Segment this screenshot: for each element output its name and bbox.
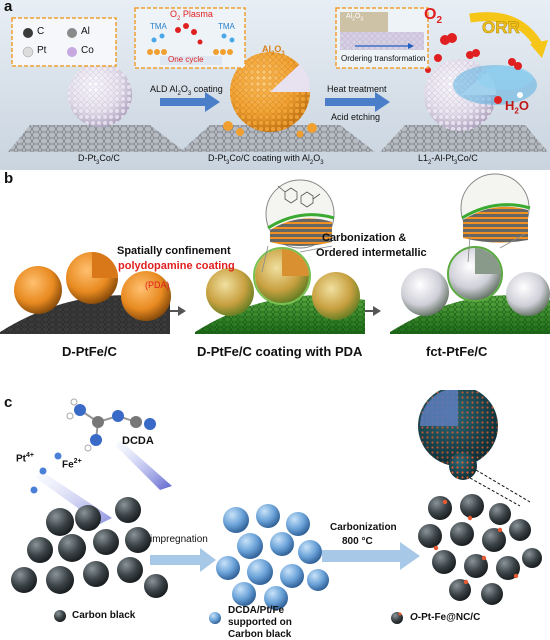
o2-label: O2 — [424, 6, 443, 27]
inset1-tma-left: TMA — [150, 22, 167, 31]
arrow-ald-label: ALD Al2O3 coating — [150, 84, 223, 97]
atom-legend-box — [11, 17, 117, 67]
b-text2-line2: Ordered intermetallic — [316, 247, 427, 259]
sphere-al2o3-label: Al2O3 — [262, 44, 285, 57]
b-text2-line1: Carbonization & — [322, 232, 407, 244]
inset2-al2o3: Al2O3 — [346, 13, 364, 23]
dcda-molecule — [66, 398, 156, 452]
inset2-caption: Ordering transformation — [341, 54, 426, 63]
legend-dcda-line1: DCDA/Pt/Fe — [228, 605, 285, 616]
pt-ion-2 — [30, 486, 38, 494]
legend-dcda-icon — [209, 612, 221, 624]
zoom-pda-structure — [261, 179, 335, 273]
panel-c: c DCDA Pt4+ Fe2+ impregnation Carbonizat… — [0, 390, 550, 640]
beam-dcda — [116, 440, 172, 490]
dcda-pt-fe-cluster — [216, 504, 329, 610]
arrow-impregnation — [150, 548, 216, 572]
ptfe-sphere-3 — [121, 271, 171, 321]
pt-ion-label: Pt4+ — [16, 452, 34, 465]
dcda-label: DCDA — [122, 435, 154, 447]
graphene-sheet-2 — [180, 125, 375, 152]
arrow-heat-label: Heat treatment — [327, 84, 387, 94]
carbon-black-cluster — [11, 497, 168, 598]
impregnation-label: impregnation — [150, 534, 208, 545]
b-label1: D-PtFe/C — [62, 344, 117, 359]
fct-sphere-1 — [401, 268, 449, 316]
panel-letter-a: a — [4, 0, 13, 15]
fe-ion-label: Fe2+ — [62, 458, 82, 471]
panel-b: b Spatially confinement polydopamine coa… — [0, 170, 550, 372]
legend-carbon-black: Carbon black — [72, 610, 136, 621]
arrow-heat — [325, 92, 390, 112]
legend-pt: Pt — [37, 45, 47, 56]
temperature-label: 800 °C — [342, 536, 373, 547]
arrow-carbonization — [322, 542, 420, 570]
carbonization-label: Carbonization — [330, 522, 397, 533]
b-label2: D-PtFe/C coating with PDA — [197, 344, 363, 359]
inset1-atoms — [147, 23, 235, 55]
legend-dcda-line3: Carbon black — [228, 629, 292, 640]
legend-al: Al — [81, 26, 90, 37]
arrow-acid-label: Acid etching — [331, 112, 381, 122]
arrow-ald — [160, 92, 220, 112]
fe-ion-1 — [54, 452, 62, 460]
panel-a: a C Al Pt Co O2 Plasma TMA TMA One cycle… — [0, 0, 550, 170]
pt-ion-1 — [39, 467, 47, 475]
o-pt-fe-cluster — [418, 494, 542, 605]
legend-co: Co — [81, 45, 94, 56]
b-text1-line1: Spatially confinement — [117, 245, 231, 257]
legend-dcda-line2: supported on — [228, 617, 292, 628]
panel-c-graphic — [11, 390, 542, 624]
graphene-sheet-3 — [380, 125, 548, 152]
panel-letter-b: b — [4, 170, 14, 187]
legend-carbon-black-icon — [54, 610, 66, 622]
graphene-sheet-1 — [8, 125, 185, 152]
zoom-o-pt-fe — [418, 390, 531, 507]
ptfe-sphere-1 — [14, 266, 62, 314]
arrow-b2 — [373, 306, 381, 316]
label-d-pt3co: D-Pt3Co/C — [78, 153, 120, 166]
legend-c: C — [37, 26, 45, 37]
b-text1-line2: polydopamine coating — [118, 260, 235, 272]
label-d-pt3co-coated: D-Pt3Co/C coating with Al2O3 — [208, 153, 324, 166]
h2o-label: H2O — [505, 98, 529, 116]
panel-a-graphic — [0, 0, 550, 170]
b-label3: fct-PtFe/C — [426, 344, 488, 359]
inset1-o2-plasma: O2 Plasma — [170, 9, 213, 22]
panel-letter-c: c — [4, 394, 13, 411]
orr-label: ORR — [482, 18, 520, 38]
o2-molecules — [425, 33, 523, 104]
zoom-fct-structure — [460, 173, 531, 263]
b-text1-line3: (PDA) — [145, 280, 170, 290]
pda-sphere-1 — [206, 268, 254, 316]
label-l12: L12-Al-Pt3Co/C — [418, 153, 478, 166]
panel-b-graphic — [0, 173, 550, 334]
pda-sphere-3 — [312, 272, 360, 320]
fct-sphere-3 — [506, 272, 550, 316]
inset1-tma-right: TMA — [218, 22, 235, 31]
arrow-b1 — [178, 306, 186, 316]
orr-arrow — [469, 12, 544, 51]
legend-o-pt-fe: O-Pt-Fe@NC/C — [410, 612, 481, 623]
inset1-one-cycle: One cycle — [168, 55, 204, 64]
